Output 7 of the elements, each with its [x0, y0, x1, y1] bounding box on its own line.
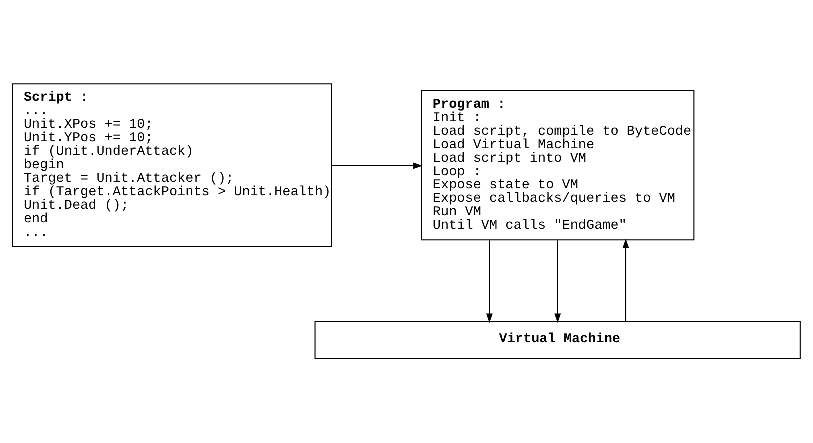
node-box: Script : ... Unit.XPos += 10; Unit.YPos += 10; if (Unit.UnderAttack) begin Target = Unit.Attacker (); if (Target.AttackPoints > Unit.Health) Unit.Dead (); end ... [12, 84, 332, 248]
arrow [486, 240, 493, 324]
arrow [554, 240, 562, 324]
arrow [332, 162, 423, 170]
node-box: Program : Init : Load script, compile to ByteCode Load Virtual Machine Load script into VM Loop : Expose state to VM Expose callbacks/queries to VM Run VM Until VM calls "EndGame" [421, 90, 695, 241]
arrow [622, 238, 630, 322]
node-box: Virtual Machine [314, 321, 801, 360]
